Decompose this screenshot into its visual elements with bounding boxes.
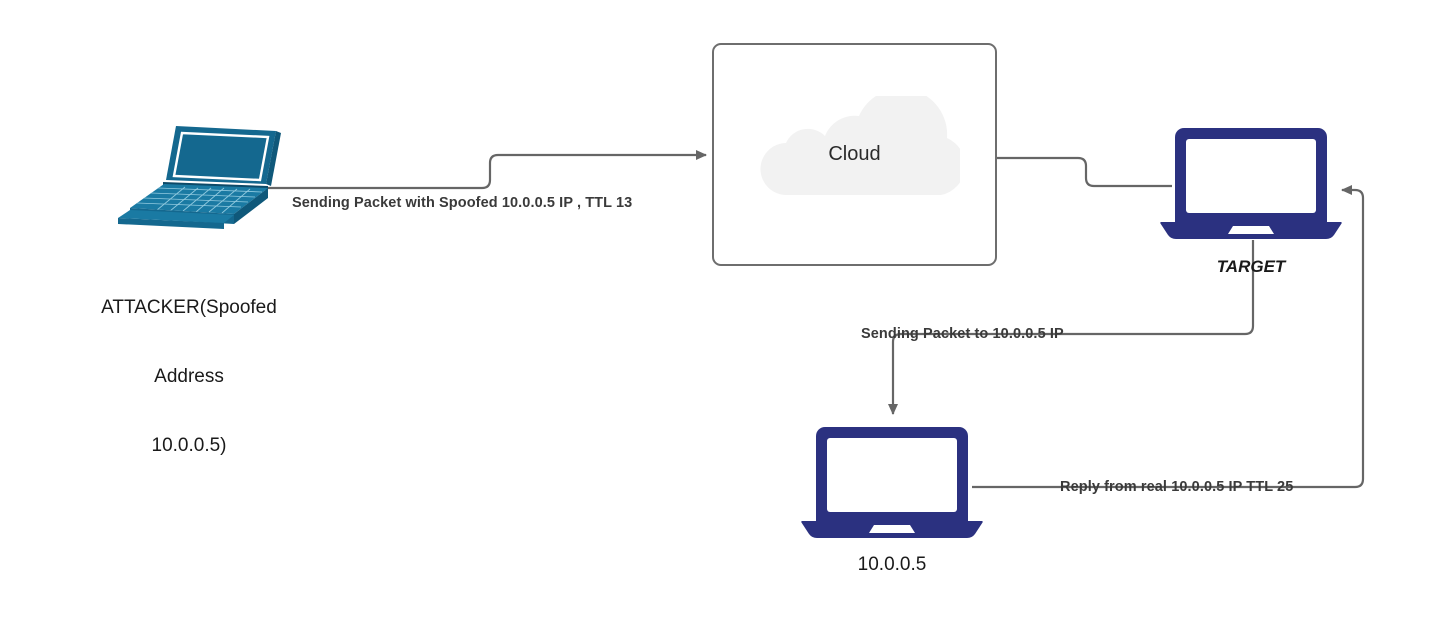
edge-label-victim-to-target: Reply from real 10.0.0.5 IP TTL 25 xyxy=(1060,479,1294,495)
connector-victim-to-target xyxy=(972,185,1365,489)
cloud-icon xyxy=(760,96,960,196)
connector-attacker-to-cloud xyxy=(265,150,707,190)
target-laptop-icon xyxy=(1160,128,1342,239)
connector-target-to-victim xyxy=(888,240,1255,415)
connector-cloud-to-target xyxy=(996,156,1172,188)
edge-label-attacker-to-cloud: Sending Packet with Spoofed 10.0.0.5 IP … xyxy=(292,195,633,211)
attacker-laptop-icon xyxy=(118,126,281,229)
victim-laptop-icon xyxy=(801,427,983,538)
edge-label-target-to-victim: Sending Packet to 10.0.0.5 IP xyxy=(861,326,1064,342)
cloud-label: Cloud xyxy=(828,143,881,165)
